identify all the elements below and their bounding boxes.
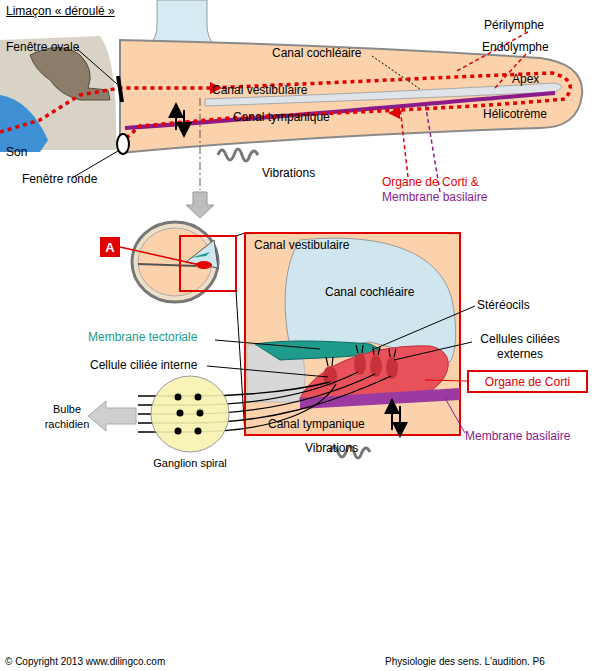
zoom-detail	[245, 233, 460, 435]
leader-line	[394, 342, 472, 360]
diagram-title: Limaçon « déroulé »	[6, 4, 115, 18]
part-label: Canal cochléaire	[325, 285, 414, 300]
vibration-arrow	[175, 110, 177, 130]
zoom-line	[236, 233, 245, 236]
node-label: Organe de Corti	[485, 375, 570, 389]
stereocilia	[326, 345, 396, 366]
zoom-box	[245, 233, 460, 435]
part-label: Organe de Corti & Membrane basilaire	[382, 175, 510, 205]
part-label: Son	[6, 145, 27, 160]
outer-hair-cell	[354, 353, 366, 375]
cochlea-section	[138, 228, 212, 296]
ganglion-outline	[151, 376, 229, 452]
part-label: Canal cochléaire	[272, 46, 361, 61]
cochlear-duct	[186, 240, 218, 268]
part-label: Stéréocils	[477, 298, 530, 313]
part-label: Fenêtre ronde	[22, 172, 97, 187]
leader-line	[400, 107, 408, 177]
part-label: Apex	[512, 72, 539, 87]
part-label: Canal tympanique	[268, 417, 365, 432]
sound-arrowhead	[388, 107, 400, 119]
part-label: Cellules ciliées externes	[470, 332, 570, 362]
page-caption: Physiologie des sens. L'audition. P6	[385, 654, 545, 669]
output-arrow	[88, 401, 136, 431]
neuron-body	[175, 394, 182, 401]
part-label: Cellule ciliée interne	[90, 358, 197, 373]
outer-hair-cell	[386, 357, 398, 379]
outer-hair-cell	[370, 355, 382, 377]
label-box: A	[100, 237, 120, 257]
ganglion-shape	[150, 375, 230, 453]
tectorial-membrane	[190, 252, 210, 258]
part-label: Bulbe rachidien	[40, 402, 94, 432]
leader-line	[207, 366, 328, 377]
vibration-arrow	[183, 110, 185, 130]
cochlea-tube	[120, 40, 582, 153]
septum	[138, 264, 196, 266]
part-label: Vibrations	[305, 441, 358, 456]
zoom-arrow	[186, 192, 214, 218]
part-label: Membrane basilaire	[465, 429, 570, 444]
callout-line	[120, 247, 200, 265]
leader-line	[425, 380, 467, 381]
part-label: © Copyright 2013 www.dilingco.com	[5, 654, 165, 669]
vibration-arrow	[399, 406, 401, 430]
part-label: Endolymphe	[482, 40, 549, 55]
part-label: Membrane tectoriale	[88, 330, 197, 345]
node-label: A	[105, 240, 114, 255]
part-label: Canal vestibulaire	[212, 83, 307, 98]
wave-symbol	[218, 149, 258, 161]
part-label: Vibrations	[262, 166, 315, 181]
part-label: Canal vestibulaire	[254, 238, 349, 253]
leader-line	[445, 398, 465, 433]
neuron-body	[175, 428, 182, 435]
leader-line	[215, 340, 320, 349]
neuron-body	[177, 410, 184, 417]
part-label: Hélicotrème	[483, 107, 547, 122]
middle-ear	[0, 36, 116, 152]
ganglion-ellipse: Ganglion spiral	[150, 375, 230, 453]
vestibule-tube	[148, 0, 216, 46]
leader-line	[76, 48, 117, 84]
section-line	[200, 98, 201, 190]
part-label: Fenêtre ovale	[6, 40, 79, 55]
leader-line	[372, 306, 475, 350]
sound-path	[0, 73, 570, 140]
part-label: Périlymphe	[484, 18, 544, 33]
zoom-frame	[180, 236, 236, 291]
node-label: Ganglion spiral	[130, 457, 250, 469]
oval-window	[118, 76, 122, 102]
vibration-arrow	[391, 406, 393, 430]
neuron-body	[195, 394, 202, 401]
neuron-body	[197, 410, 204, 417]
zoom-line	[236, 291, 245, 435]
part-label: Canal tympanique	[233, 110, 330, 125]
label-box: Organe de Corti	[467, 370, 588, 393]
neuron-body	[195, 428, 202, 435]
leader-line	[372, 56, 420, 89]
round-window	[117, 134, 129, 154]
